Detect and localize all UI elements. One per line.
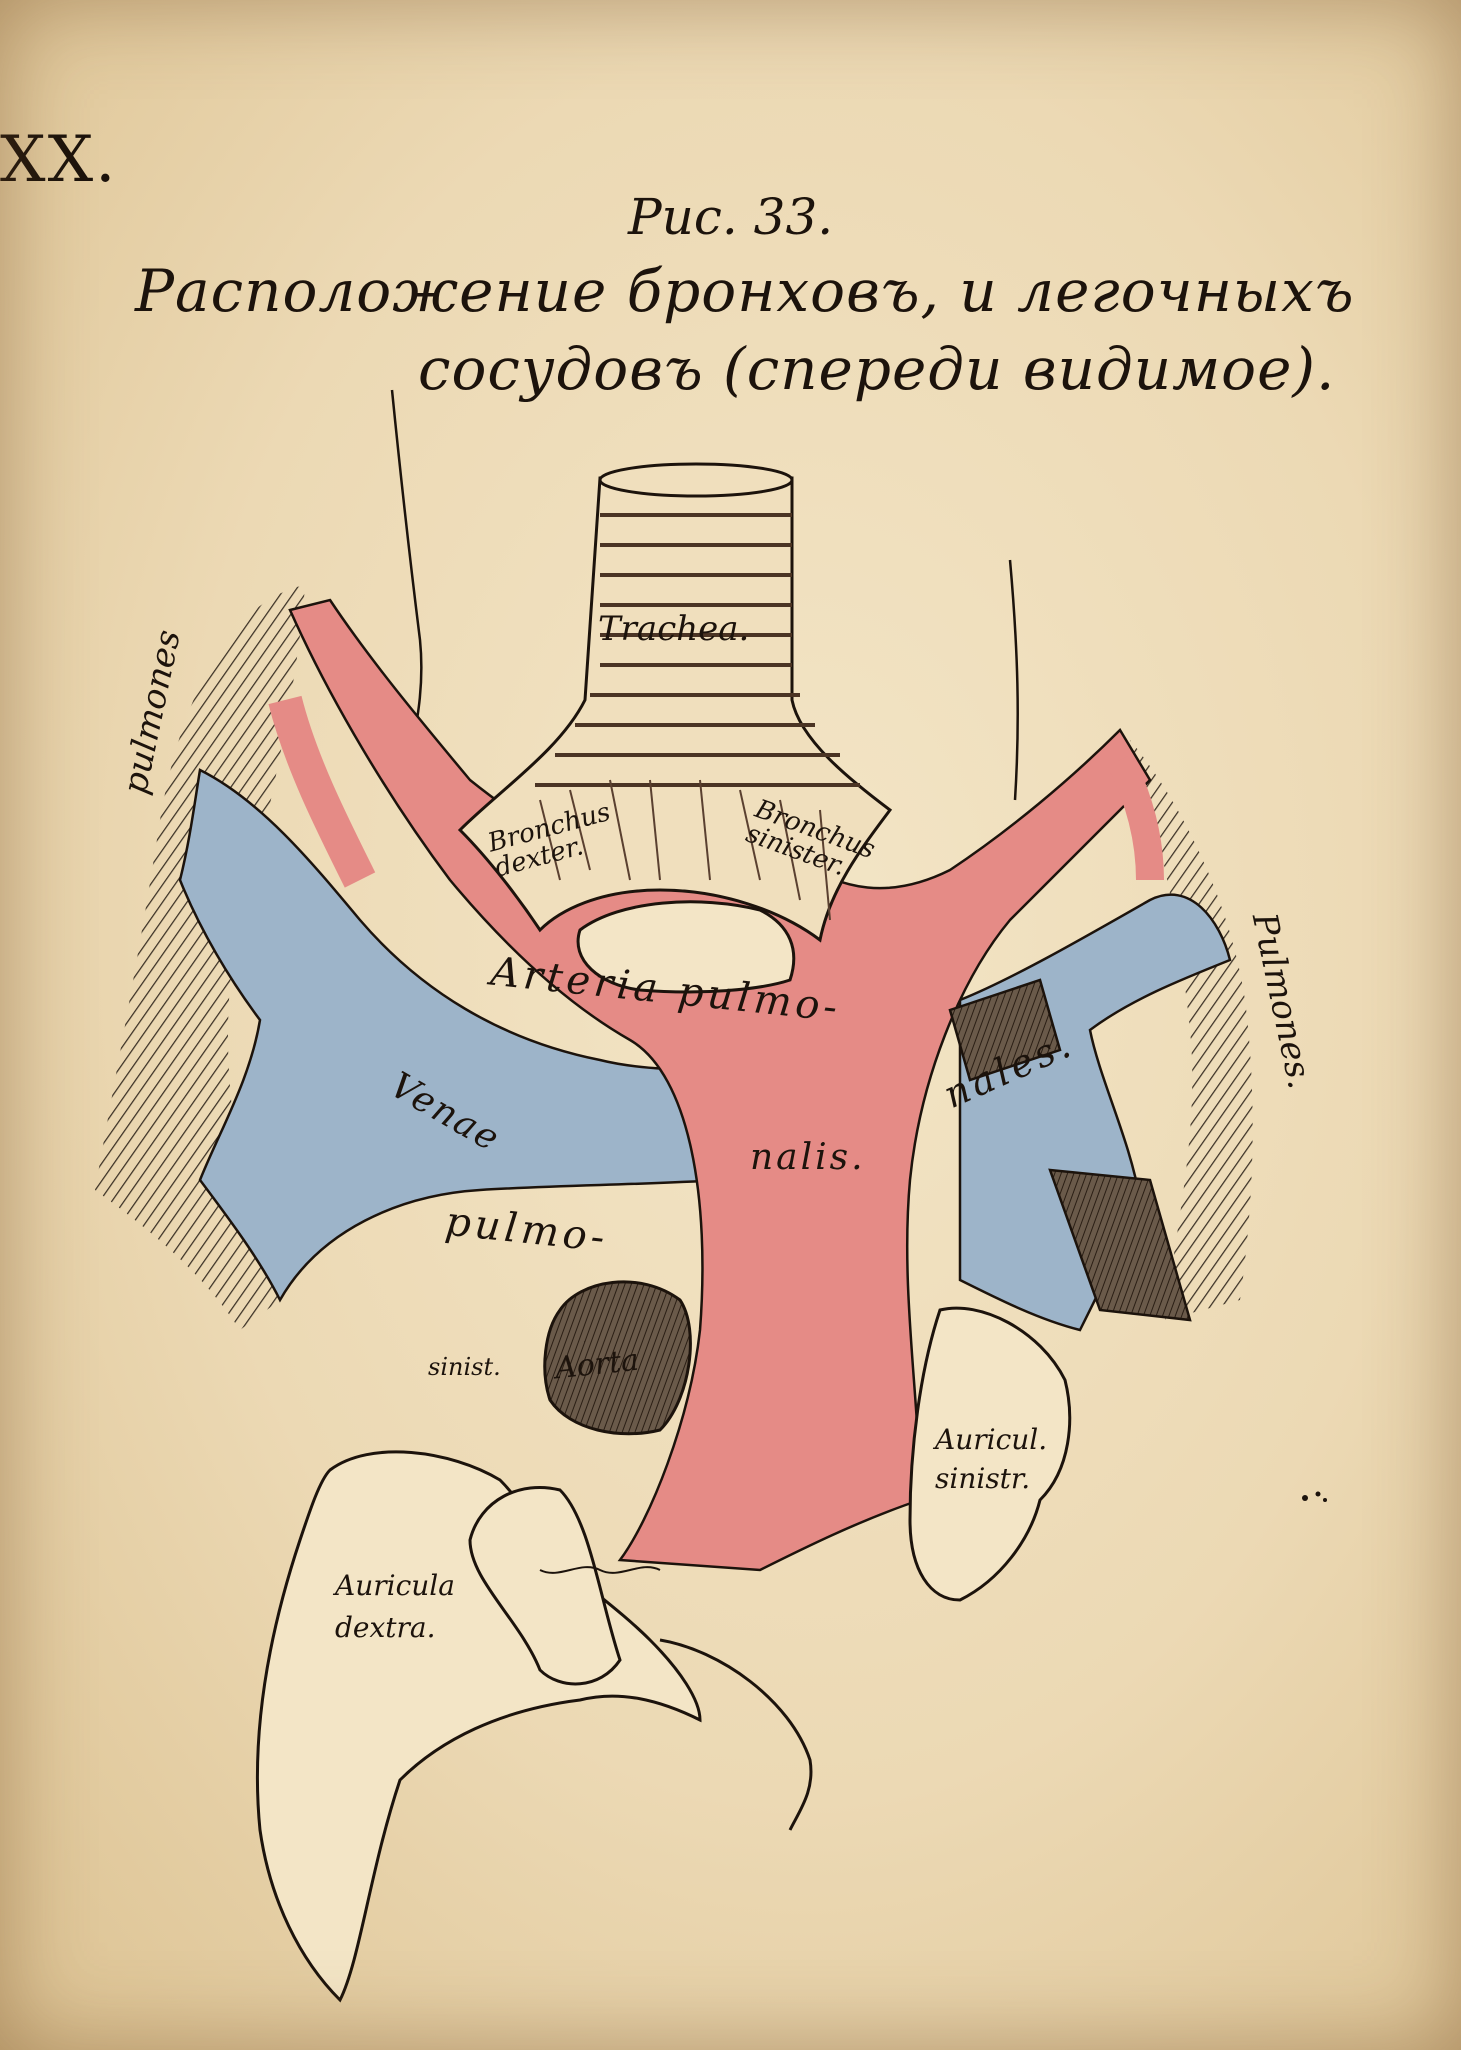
auricula-sinistra-shape <box>908 1306 1072 1602</box>
title-line-1: Расположение бронховъ, и легочныхъ <box>135 257 1355 325</box>
lung-hatching-right <box>1130 740 1253 1320</box>
label-auricula-dextra: Auricula dextra. <box>335 1569 455 1644</box>
label-trachea: Trachea. <box>598 609 750 649</box>
label-auricula-sinistra: Auricul. sinistr. <box>935 1423 1048 1496</box>
label-atrium-sinistrum: sinist. <box>428 1353 501 1381</box>
label-arteria-2: nalis. <box>750 1137 866 1178</box>
trachea <box>457 462 893 994</box>
label-aorta: Aorta <box>553 1342 641 1387</box>
plate-number: XX. <box>0 123 118 197</box>
aorta <box>543 1280 692 1436</box>
figure-number: Рис. 33. <box>628 188 834 246</box>
title-line-2: сосудовъ (спереди видимое). <box>418 335 1336 403</box>
lung-hatching-left <box>95 585 305 1330</box>
